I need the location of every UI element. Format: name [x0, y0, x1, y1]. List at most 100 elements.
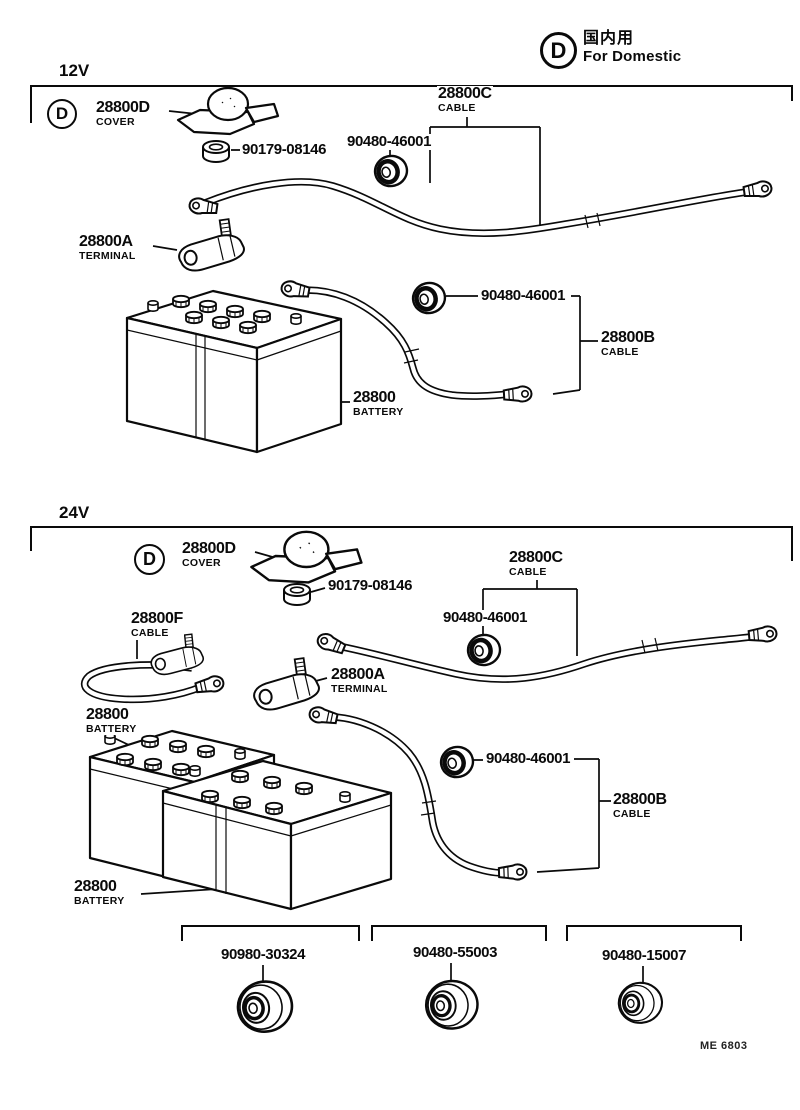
label-grommet-upper-24v: 90480-46001: [442, 609, 529, 626]
ring-terminal-icon: [747, 624, 779, 645]
terminal-clamp-icon: [147, 632, 206, 677]
part-number: 28800F: [131, 610, 183, 627]
label-cover-24v: 28800D COVER: [181, 540, 237, 569]
circled-d-icon: D: [134, 544, 165, 575]
part-number: 90480-15007: [602, 947, 687, 964]
circled-d-icon: D: [47, 99, 77, 129]
figure-code: ME 6803: [700, 1040, 748, 1052]
label-grommet-15007: 90480-15007: [601, 947, 688, 964]
grommet-upper-drawing-24v: [466, 632, 503, 667]
part-number: 28800B: [613, 791, 667, 808]
nut-drawing-24v: [283, 583, 311, 606]
ring-terminal-icon: [742, 179, 774, 200]
part-caption: CABLE: [613, 807, 651, 820]
label-cable-b-24v: 28800B CABLE: [612, 791, 668, 820]
part-caption: CABLE: [509, 565, 547, 578]
part-number: 28800B: [601, 329, 655, 346]
part-number: 90480-46001: [486, 750, 571, 767]
part-caption: BATTERY: [353, 405, 404, 418]
nut-drawing-12v: [202, 140, 230, 163]
part-caption: CABLE: [438, 101, 476, 114]
part-number: 90480-46001: [481, 287, 566, 304]
leaders-12v: [152, 110, 598, 403]
part-caption: COVER: [182, 556, 221, 569]
label-nut-24v: 90179-08146: [327, 577, 414, 594]
part-number: 28800D: [182, 540, 236, 557]
label-grommet-lower-24v: 90480-46001: [485, 750, 572, 767]
part-number: 28800: [74, 878, 117, 895]
ring-terminal-icon: [314, 630, 348, 657]
cable-c-drawing-12v: [187, 178, 774, 238]
leaders-bottom: [262, 963, 644, 983]
terminal-drawing-12v: [173, 216, 248, 274]
ring-terminal-icon: [497, 863, 528, 882]
label-battery-rear-24v: 28800 BATTERY: [85, 706, 138, 735]
part-caption: COVER: [96, 115, 135, 128]
part-number: 28800C: [509, 549, 563, 566]
domestic-label-en: For Domestic: [583, 48, 682, 65]
part-number: 90480-46001: [443, 609, 528, 626]
grommet-55003-drawing: [422, 977, 482, 1033]
cable-b-drawing-12v: [279, 278, 533, 404]
part-number: 28800A: [79, 233, 133, 250]
cable-c-drawing-24v: [314, 624, 779, 683]
label-grommet-lower-12v: 90480-46001: [480, 287, 567, 304]
part-number: 90980-30324: [221, 946, 306, 963]
label-cable-f-24v: 28800F CABLE: [130, 610, 184, 639]
label-cable-b-12v: 28800B CABLE: [600, 329, 656, 358]
section-title-24v: 24V: [57, 503, 92, 523]
grommet-15007-drawing: [616, 979, 665, 1026]
label-cover-12v: 28800D COVER: [95, 99, 151, 128]
label-cable-c-24v: 28800C CABLE: [508, 549, 564, 578]
part-number: 28800D: [96, 99, 150, 116]
part-caption: TERMINAL: [331, 682, 388, 695]
label-terminal-24v: 28800A TERMINAL: [330, 666, 389, 695]
for-domestic-marker: D 国内用 For Domestic: [540, 24, 681, 69]
part-number: 28800: [86, 706, 129, 723]
part-number: 90179-08146: [328, 577, 413, 594]
ring-terminal-icon: [307, 704, 340, 728]
label-battery-12v: 28800 BATTERY: [352, 389, 405, 418]
frame-12v: [30, 85, 793, 123]
part-caption: BATTERY: [86, 722, 137, 735]
circled-d-icon: D: [540, 32, 577, 69]
part-caption: CABLE: [131, 626, 169, 639]
cover-drawing-24v: [250, 530, 363, 584]
label-cable-c-12v: 28800C CABLE: [437, 85, 493, 114]
grommet-lower-drawing-12v: [410, 280, 448, 317]
part-number: 28800C: [438, 85, 492, 102]
domestic-label-jp: 国内用: [583, 30, 635, 47]
bracket-grommet-3: [566, 925, 742, 941]
ring-terminal-icon: [279, 278, 312, 301]
label-battery-front-24v: 28800 BATTERY: [73, 878, 126, 907]
bracket-grommet-2: [371, 925, 547, 941]
part-number: 28800A: [331, 666, 385, 683]
label-terminal-12v: 28800A TERMINAL: [78, 233, 137, 262]
part-number: 90480-46001: [347, 133, 432, 150]
bracket-grommet-1: [181, 925, 360, 941]
part-caption: BATTERY: [74, 894, 125, 907]
cover-drawing-12v: [176, 86, 280, 136]
part-number: 28800: [353, 389, 396, 406]
battery-front-drawing-24v: [161, 759, 393, 911]
part-caption: TERMINAL: [79, 249, 136, 262]
cable-f-drawing-24v: [80, 632, 226, 704]
part-number: 90480-55003: [413, 944, 498, 961]
grommet-lower-drawing-24v: [438, 744, 476, 781]
frame-24v: [30, 526, 793, 561]
terminal-drawing-24v: [248, 655, 323, 713]
ring-terminal-icon: [502, 385, 533, 404]
grommet-upper-drawing-12v: [372, 153, 410, 190]
section-title-12v: 12V: [57, 61, 92, 81]
part-caption: CABLE: [601, 345, 639, 358]
label-grommet-30324: 90980-30324: [220, 946, 307, 963]
ring-terminal-icon: [193, 673, 226, 697]
label-grommet-55003: 90480-55003: [412, 944, 499, 961]
battery-drawing-12v: [125, 289, 343, 454]
label-grommet-upper-12v: 90480-46001: [346, 133, 433, 150]
cable-b-drawing-24v: [307, 704, 528, 882]
label-nut-12v: 90179-08146: [241, 141, 328, 158]
part-number: 90179-08146: [242, 141, 327, 158]
